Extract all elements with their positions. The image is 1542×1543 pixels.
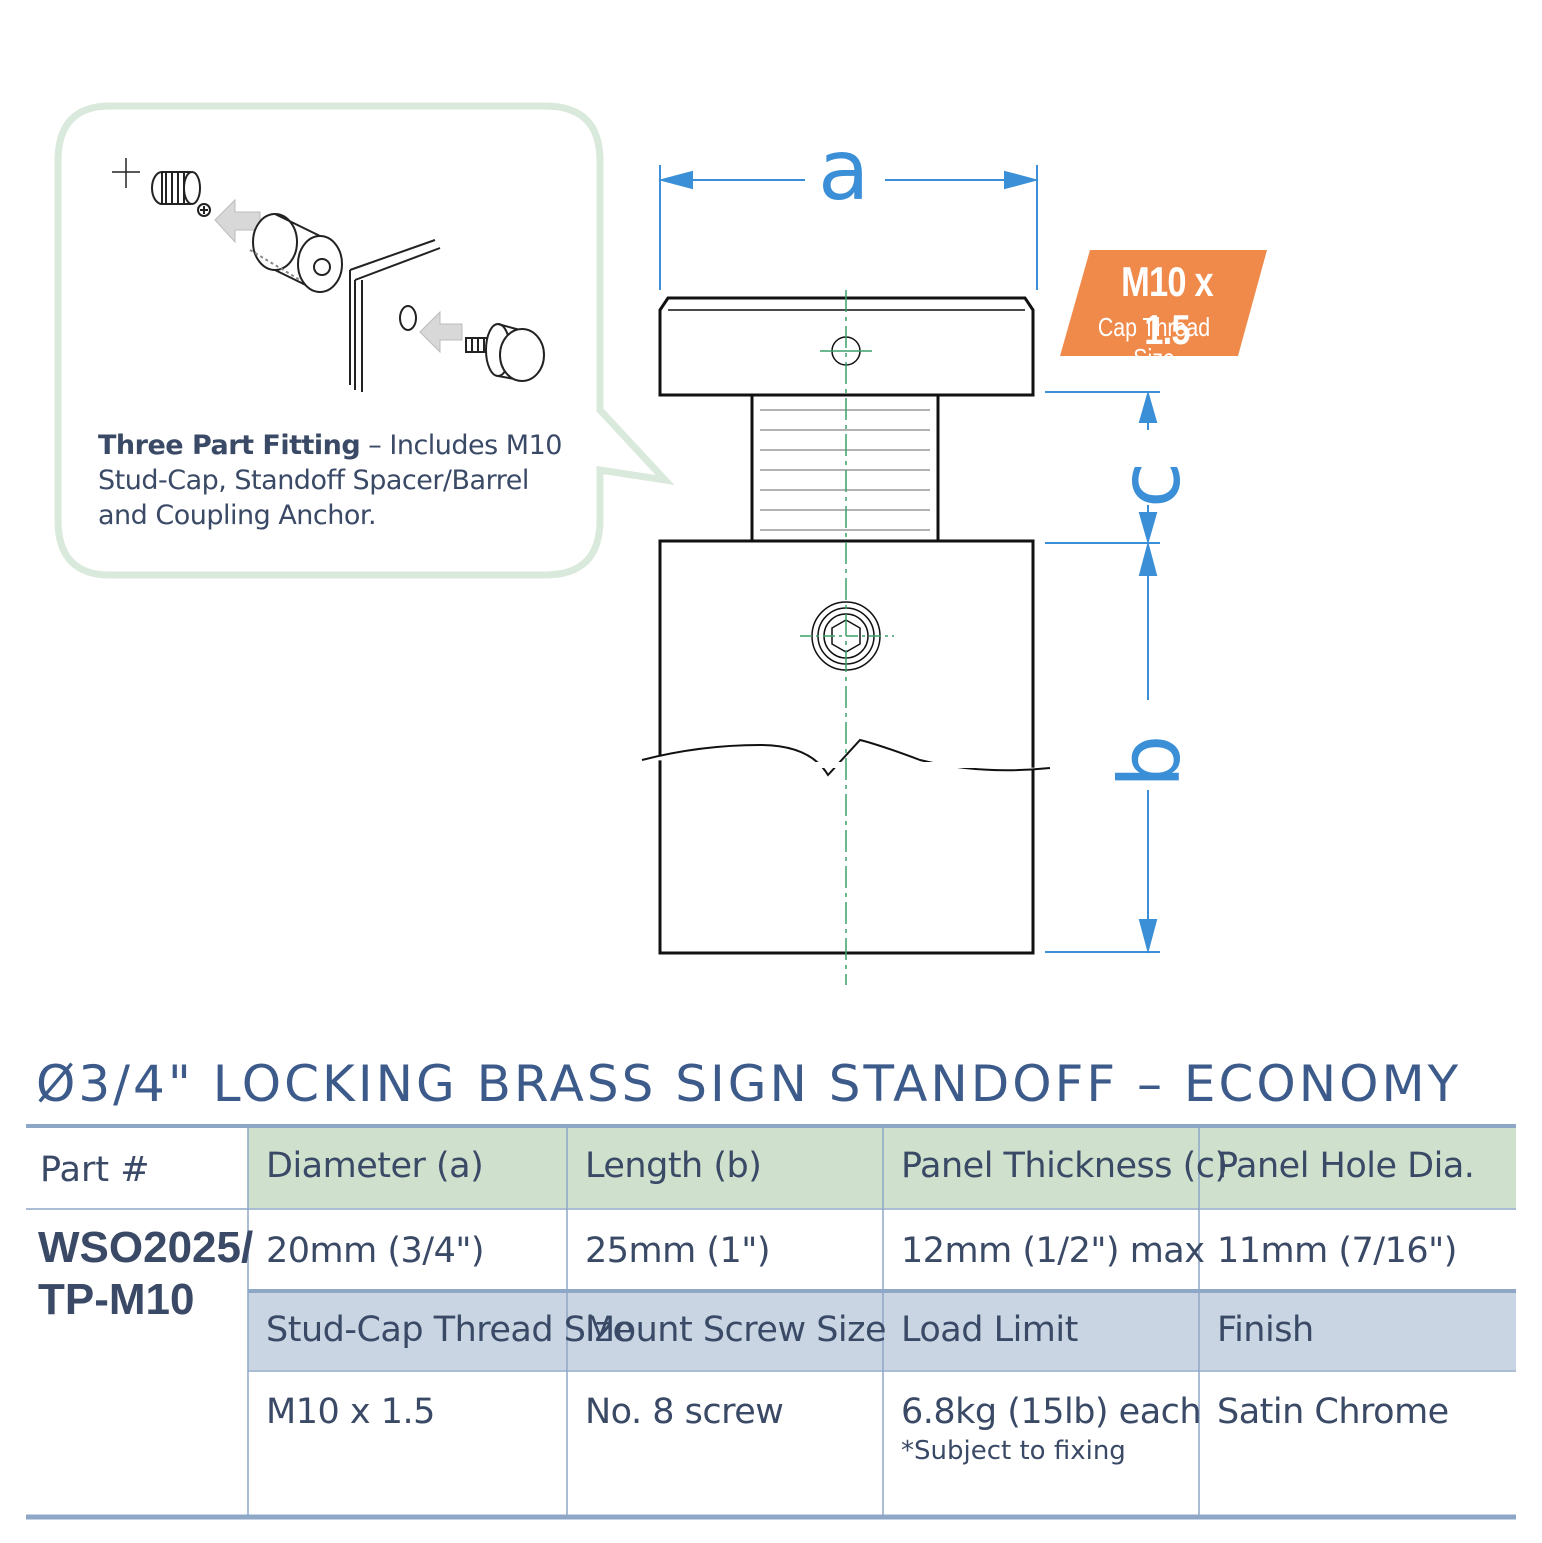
header-diameter: Diameter (a) — [266, 1146, 484, 1186]
callout-title: Three Part Fitting — [98, 430, 361, 461]
value-load-limit-cell: 6.8kg (15lb) each *Subject to fixing — [883, 1372, 1202, 1512]
value-finish: Satin Chrome — [1217, 1392, 1449, 1432]
dimension-c — [1045, 390, 1160, 545]
header-finish: Finish — [1217, 1310, 1314, 1350]
panel — [349, 239, 441, 392]
callout-dash: – — [360, 430, 390, 461]
stud-cap — [465, 323, 545, 382]
header-panel-thickness: Panel Thickness (c) — [901, 1146, 1228, 1186]
value-panel-thickness: 12mm (1/2") max — [901, 1231, 1205, 1271]
dimension-label-c: c — [1101, 461, 1199, 508]
header-length: Length (b) — [585, 1146, 762, 1186]
technical-drawing — [641, 165, 1267, 985]
product-title: Ø3/4" LOCKING BRASS SIGN STANDOFF – ECON… — [36, 1055, 1462, 1113]
value-stud-cap-thread: M10 x 1.5 — [266, 1392, 435, 1432]
dimension-label-b: b — [1101, 734, 1199, 788]
standoff-barrel — [249, 213, 345, 293]
thread-section — [750, 393, 940, 543]
header-load-limit: Load Limit — [901, 1310, 1078, 1350]
washer — [399, 305, 417, 331]
part-number: WSO2025/ TP-M10 — [38, 1222, 253, 1326]
value-panel-hole: 11mm (7/16") — [1217, 1231, 1457, 1271]
three-part-fitting-illustration — [112, 158, 545, 392]
dimension-a — [658, 165, 1039, 290]
spec-table-grid — [26, 1124, 1516, 1520]
value-mount-screw: No. 8 screw — [585, 1392, 784, 1432]
value-length: 25mm (1") — [585, 1231, 771, 1271]
callout-description: Three Part Fitting – Includes M10 Stud-C… — [98, 428, 568, 533]
value-load-limit: 6.8kg (15lb) each — [901, 1392, 1202, 1432]
badge-thread-size: M10 x 1.5 — [1121, 258, 1213, 353]
load-limit-note: *Subject to fixing — [901, 1436, 1126, 1466]
dimension-label-a: a — [818, 121, 870, 219]
arrow-icon — [419, 310, 463, 354]
header-mount-screw: Mount Screw Size — [585, 1310, 887, 1350]
dimension-b — [1045, 541, 1160, 954]
coupling-anchor — [151, 171, 211, 217]
thread-size-badge — [1060, 250, 1267, 356]
badge-caption: Cap Thread Size — [1097, 312, 1211, 373]
crosshair-icon — [112, 158, 140, 188]
part-number-line2: TP-M10 — [38, 1275, 195, 1324]
callout-body: Includes M10 Stud-Cap, Standoff Spacer/B… — [98, 430, 562, 531]
break-line — [641, 738, 1051, 777]
part-number-header: Part # — [40, 1150, 150, 1190]
header-panel-hole: Panel Hole Dia. — [1217, 1146, 1475, 1186]
value-diameter: 20mm (3/4") — [266, 1231, 485, 1271]
part-number-line1: WSO2025/ — [38, 1223, 254, 1272]
header-stud-cap-thread: Stud-Cap Thread Size — [266, 1310, 634, 1350]
